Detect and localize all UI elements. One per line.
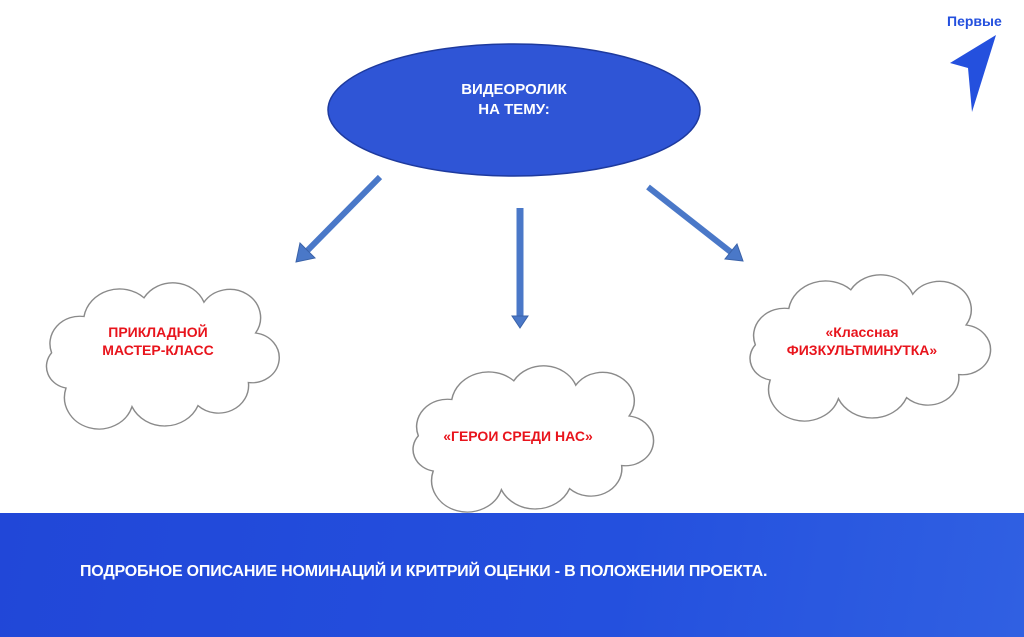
nomination-fizkult: «Классная ФИЗКУЛЬТМИНУТКА» [752,323,972,359]
nomination-line: ФИЗКУЛЬТМИНУТКА» [786,342,938,358]
nomination-heroes: «ГЕРОИ СРЕДИ НАС» [408,427,628,445]
nomination-master-class: ПРИКЛАДНОЙ МАСТЕР-КЛАСС [58,323,258,359]
arrow-right [646,184,744,262]
center-title-line1: ВИДЕОРОЛИК [461,81,567,98]
logo-arrow-icon [950,35,996,112]
center-title: ВИДЕОРОЛИК НА ТЕМУ: [414,80,614,120]
nomination-line: ПРИКЛАДНОЙ [108,324,208,340]
arrow-middle [511,208,529,329]
logo-text: Первые [947,13,1002,29]
footer-banner: ПОДРОБНОЕ ОПИСАНИЕ НОМИНАЦИЙ И КРИТРИЙ О… [0,513,1024,637]
nomination-line: МАСТЕР-КЛАСС [102,342,214,358]
footer-text: ПОДРОБНОЕ ОПИСАНИЕ НОМИНАЦИЙ И КРИТРИЙ О… [80,563,768,580]
arrow-left [295,174,383,263]
nomination-line: «Классная [825,324,899,340]
center-title-line2: НА ТЕМУ: [478,101,550,118]
center-ellipse [327,43,701,177]
nomination-line: «ГЕРОИ СРЕДИ НАС» [443,428,593,444]
